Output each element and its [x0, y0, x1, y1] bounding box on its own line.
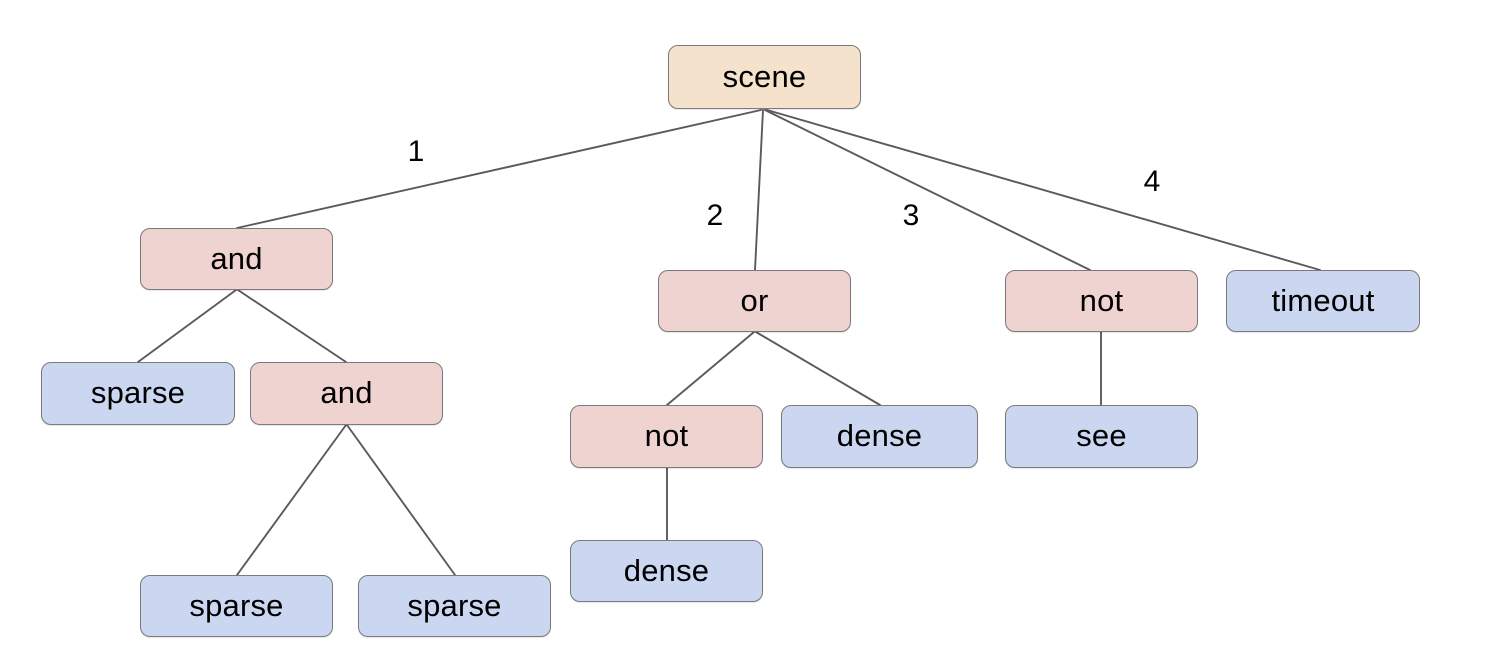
tree-node-label: sparse	[407, 587, 502, 623]
tree-node-dense2[interactable]: dense	[570, 540, 763, 602]
tree-node-label: timeout	[1271, 282, 1375, 318]
tree-node-timeout1[interactable]: timeout	[1226, 270, 1420, 332]
tree-node-label: dense	[836, 418, 923, 453]
tree-edge	[764, 109, 1091, 271]
tree-node-sparse3[interactable]: sparse	[358, 575, 551, 637]
tree-node-sparse1[interactable]: sparse	[41, 362, 235, 425]
edge-label-1: 1	[407, 135, 425, 168]
tree-edge	[766, 109, 1321, 271]
tree-node-not1[interactable]: not	[1005, 270, 1198, 332]
tree-node-label: sparse	[189, 587, 284, 623]
tree-edge	[346, 424, 456, 576]
tree-edge	[666, 331, 755, 406]
tree-node-label: or	[740, 282, 769, 318]
tree-node-label: see	[1076, 418, 1127, 453]
tree-node-and2[interactable]: and	[250, 362, 443, 425]
tree-node-or1[interactable]: or	[658, 270, 851, 332]
tree-edge	[754, 109, 764, 271]
tree-node-see1[interactable]: see	[1005, 405, 1198, 468]
tree-node-label: and	[320, 375, 373, 410]
tree-node-scene[interactable]: scene	[668, 45, 861, 109]
tree-edge	[137, 289, 237, 363]
tree-node-label: scene	[722, 58, 807, 94]
edge-label-3: 3	[902, 199, 920, 232]
tree-edge	[237, 289, 347, 363]
tree-edge	[755, 331, 881, 406]
edge-label-2: 2	[706, 199, 724, 232]
tree-node-and1[interactable]: and	[140, 228, 333, 290]
tree-node-label: sparse	[90, 375, 186, 410]
edge-label-4: 4	[1143, 165, 1161, 198]
tree-edge	[236, 424, 347, 576]
tree-node-label: dense	[623, 552, 710, 588]
tree-node-sparse2[interactable]: sparse	[140, 575, 333, 637]
tree-node-dense1[interactable]: dense	[781, 405, 978, 468]
tree-node-label: and	[210, 240, 263, 276]
tree-edge	[236, 109, 762, 229]
tree-node-not2[interactable]: not	[570, 405, 763, 468]
tree-node-label: not	[644, 418, 689, 453]
tree-node-label: not	[1079, 282, 1124, 318]
